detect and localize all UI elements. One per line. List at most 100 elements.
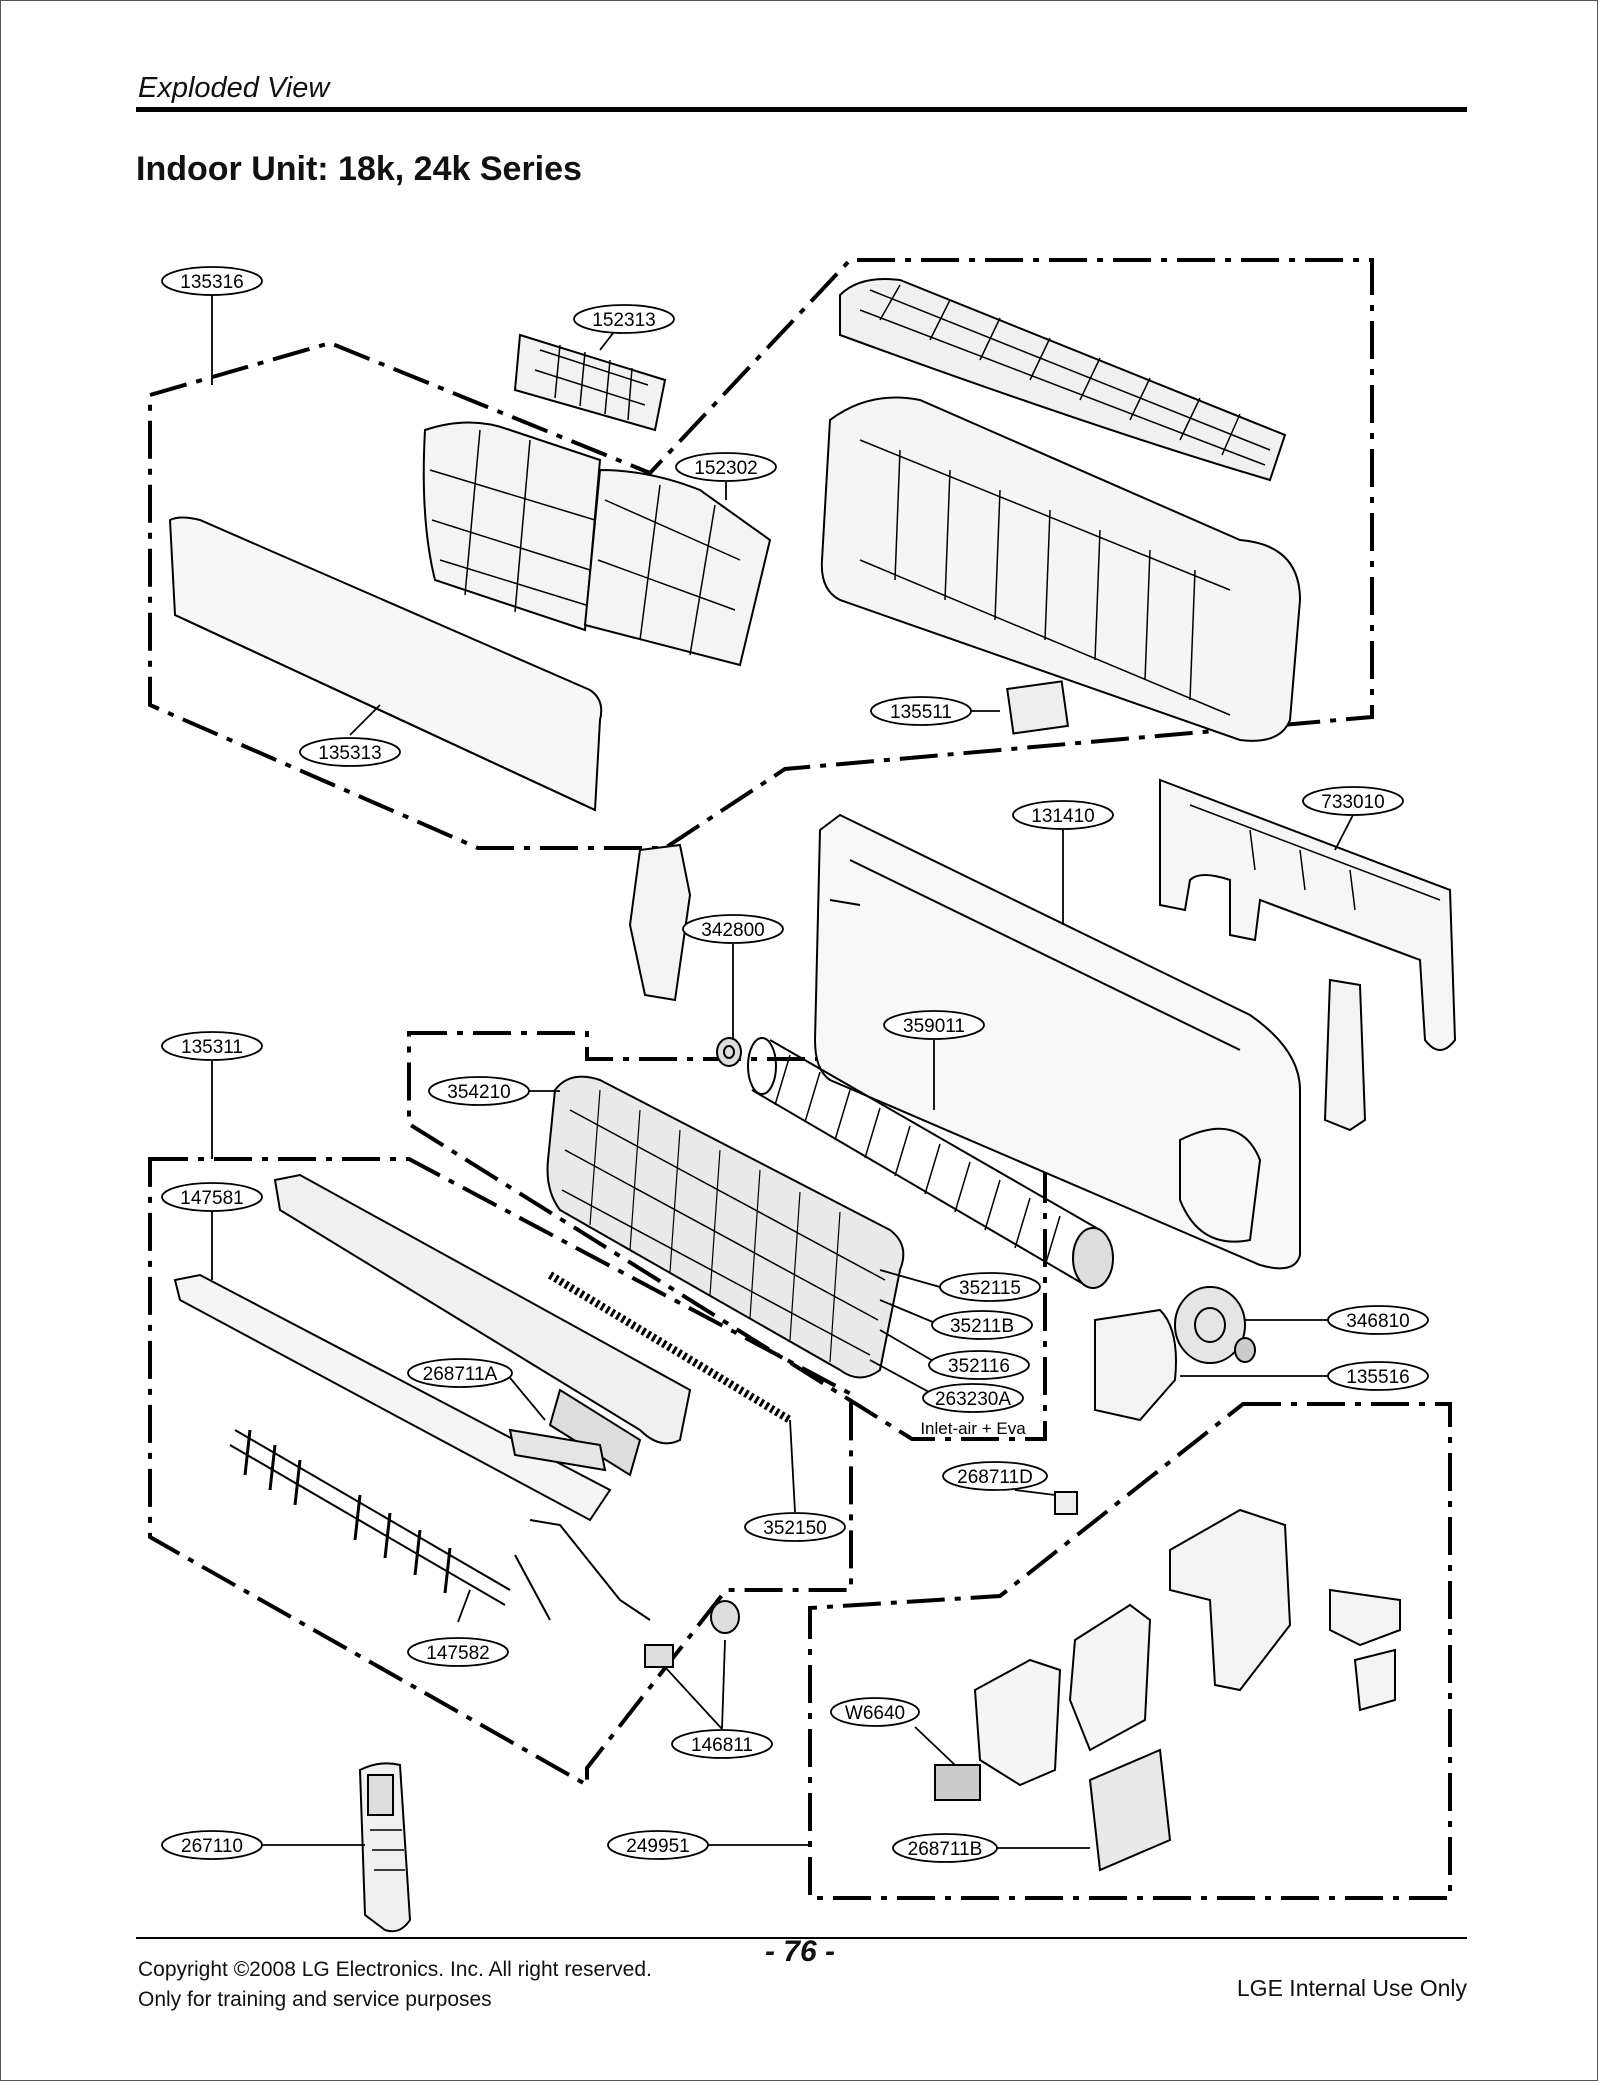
- callout-352150-text: 352150: [763, 1518, 826, 1539]
- callout-35211B: 35211B: [931, 1310, 1033, 1340]
- callout-359011: 359011: [883, 1010, 985, 1040]
- control-box-drawing: [973, 1508, 1401, 1872]
- callout-131410-text: 131410: [1031, 806, 1094, 827]
- section-label: Exploded View: [138, 72, 330, 104]
- callout-352150: 352150: [744, 1512, 846, 1542]
- top-grille-drawing: [839, 278, 1287, 482]
- drain-hose-drawing: [547, 1271, 793, 1424]
- leader-146811: [664, 1639, 726, 1730]
- front-panel-drawing: [168, 516, 603, 812]
- deodorizing-filter-drawing: [513, 333, 667, 432]
- bearing-drawing: [716, 1037, 742, 1067]
- callout-135313: 135313: [299, 737, 401, 767]
- callout-267110: 267110: [161, 1830, 263, 1860]
- leader-352150: [789, 1419, 796, 1513]
- callout-267110-text: 267110: [181, 1836, 243, 1857]
- air-filter-drawing: [422, 421, 772, 667]
- callout-346810-text: 346810: [1346, 1311, 1409, 1332]
- callout-135516: 135516: [1327, 1361, 1429, 1391]
- callout-352115: 352115: [939, 1272, 1041, 1302]
- page-title: Indoor Unit: 18k, 24k Series: [136, 150, 582, 188]
- callout-W6640: W6640: [830, 1697, 920, 1727]
- callout-147581-text: 147581: [180, 1188, 243, 1209]
- callout-263230A-caption: Inlet-air + Eva: [920, 1419, 1026, 1438]
- callout-147582: 147582: [407, 1637, 509, 1667]
- callout-W6640-text: W6640: [845, 1703, 905, 1724]
- callout-359011-text: 359011: [903, 1016, 965, 1037]
- callout-249951-text: 249951: [626, 1836, 689, 1857]
- footer-copyright: Copyright ©2008 LG Electronics. Inc. All…: [138, 1958, 652, 1981]
- leader-268711D: [1014, 1489, 1056, 1496]
- callout-268711D: 268711D: [942, 1461, 1048, 1491]
- callout-135316-text: 135316: [180, 272, 243, 293]
- callout-733010-text: 733010: [1321, 792, 1384, 813]
- motor-cover-drawing: [1094, 1308, 1177, 1422]
- leader-35211B: [879, 1299, 941, 1326]
- callout-268711D-text: 268711D: [957, 1467, 1033, 1488]
- page-number: - 76 -: [764, 1935, 836, 1968]
- installation-plate-drawing: [1159, 778, 1457, 1051]
- callout-268711B-text: 268711B: [908, 1839, 983, 1860]
- callout-352115-text: 352115: [959, 1278, 1021, 1299]
- callout-135516-text: 135516: [1346, 1367, 1409, 1388]
- leader-147582: [457, 1589, 471, 1623]
- callout-131410: 131410: [1012, 800, 1114, 830]
- callout-152302: 152302: [675, 452, 777, 482]
- callout-263230A: 263230A: [922, 1383, 1024, 1413]
- callout-135511-text: 135511: [890, 702, 952, 723]
- thermistor-pcb-drawing: [1054, 1491, 1078, 1515]
- callout-147582-text: 147582: [426, 1643, 489, 1664]
- fan-motor-drawing: [1174, 1286, 1256, 1364]
- remote-control-drawing: [358, 1762, 412, 1933]
- callout-354210-text: 354210: [447, 1082, 510, 1103]
- callout-146811: 146811: [671, 1729, 773, 1759]
- callout-135313-text: 135313: [318, 743, 381, 764]
- front-panel-group-boundary: [148, 258, 1374, 850]
- callout-152313: 152313: [573, 304, 675, 334]
- callout-152313-text: 152313: [592, 310, 655, 331]
- terminal-block-drawing: [934, 1764, 981, 1801]
- chassis-drawing: [813, 813, 1301, 1270]
- vane-assembly-drawing: [173, 1173, 692, 1522]
- callout-263230A-text: 263230A: [935, 1389, 1011, 1410]
- header-rule: [136, 107, 1467, 112]
- display-pcb-drawing: [508, 1428, 607, 1472]
- callout-135311: 135311: [161, 1031, 263, 1061]
- callout-249951: 249951: [607, 1830, 709, 1860]
- callout-268711B: 268711B: [892, 1833, 998, 1863]
- callout-152302-text: 152302: [694, 458, 757, 479]
- leader-268711A: [505, 1372, 546, 1421]
- leader-352116: [879, 1329, 941, 1366]
- evaporator-group-boundary: [407, 1031, 1047, 1441]
- footer-internal: LGE Internal Use Only: [1236, 1975, 1467, 2001]
- leader-352115: [879, 1269, 941, 1288]
- callout-147581: 147581: [161, 1182, 263, 1212]
- leader-135313: [349, 704, 381, 736]
- callout-354210: 354210: [428, 1076, 530, 1106]
- callout-35211B-text: 35211B: [950, 1316, 1014, 1337]
- cross-flow-fan-drawing: [747, 1037, 1114, 1289]
- callout-352116: 352116: [928, 1350, 1030, 1380]
- callout-342800: 342800: [682, 914, 784, 944]
- louver-drawing: [229, 1429, 651, 1621]
- callout-135311-text: 135311: [181, 1037, 243, 1058]
- callout-135511: 135511: [870, 696, 972, 726]
- control-box-group-boundary: [808, 1402, 1452, 1900]
- step-motor-drawing: [644, 1600, 740, 1668]
- front-frame-drawing: [820, 396, 1302, 742]
- callout-352116-text: 352116: [948, 1356, 1010, 1377]
- footer-left: Copyright ©2008 LG Electronics. Inc. All…: [138, 1955, 652, 2015]
- leader-W6640: [914, 1726, 956, 1766]
- callout-342800-text: 342800: [701, 920, 764, 941]
- footer-rule: [136, 1937, 1467, 1939]
- callout-733010: 733010: [1302, 786, 1404, 816]
- left-bracket-drawing: [628, 843, 692, 1002]
- callout-346810: 346810: [1327, 1305, 1429, 1335]
- evaporator-drawing: [546, 1075, 905, 1379]
- callout-146811-text: 146811: [691, 1735, 753, 1756]
- drain-bracket-drawing: [1323, 978, 1367, 1132]
- leader-733010: [1334, 814, 1354, 851]
- callout-135316: 135316: [161, 266, 263, 296]
